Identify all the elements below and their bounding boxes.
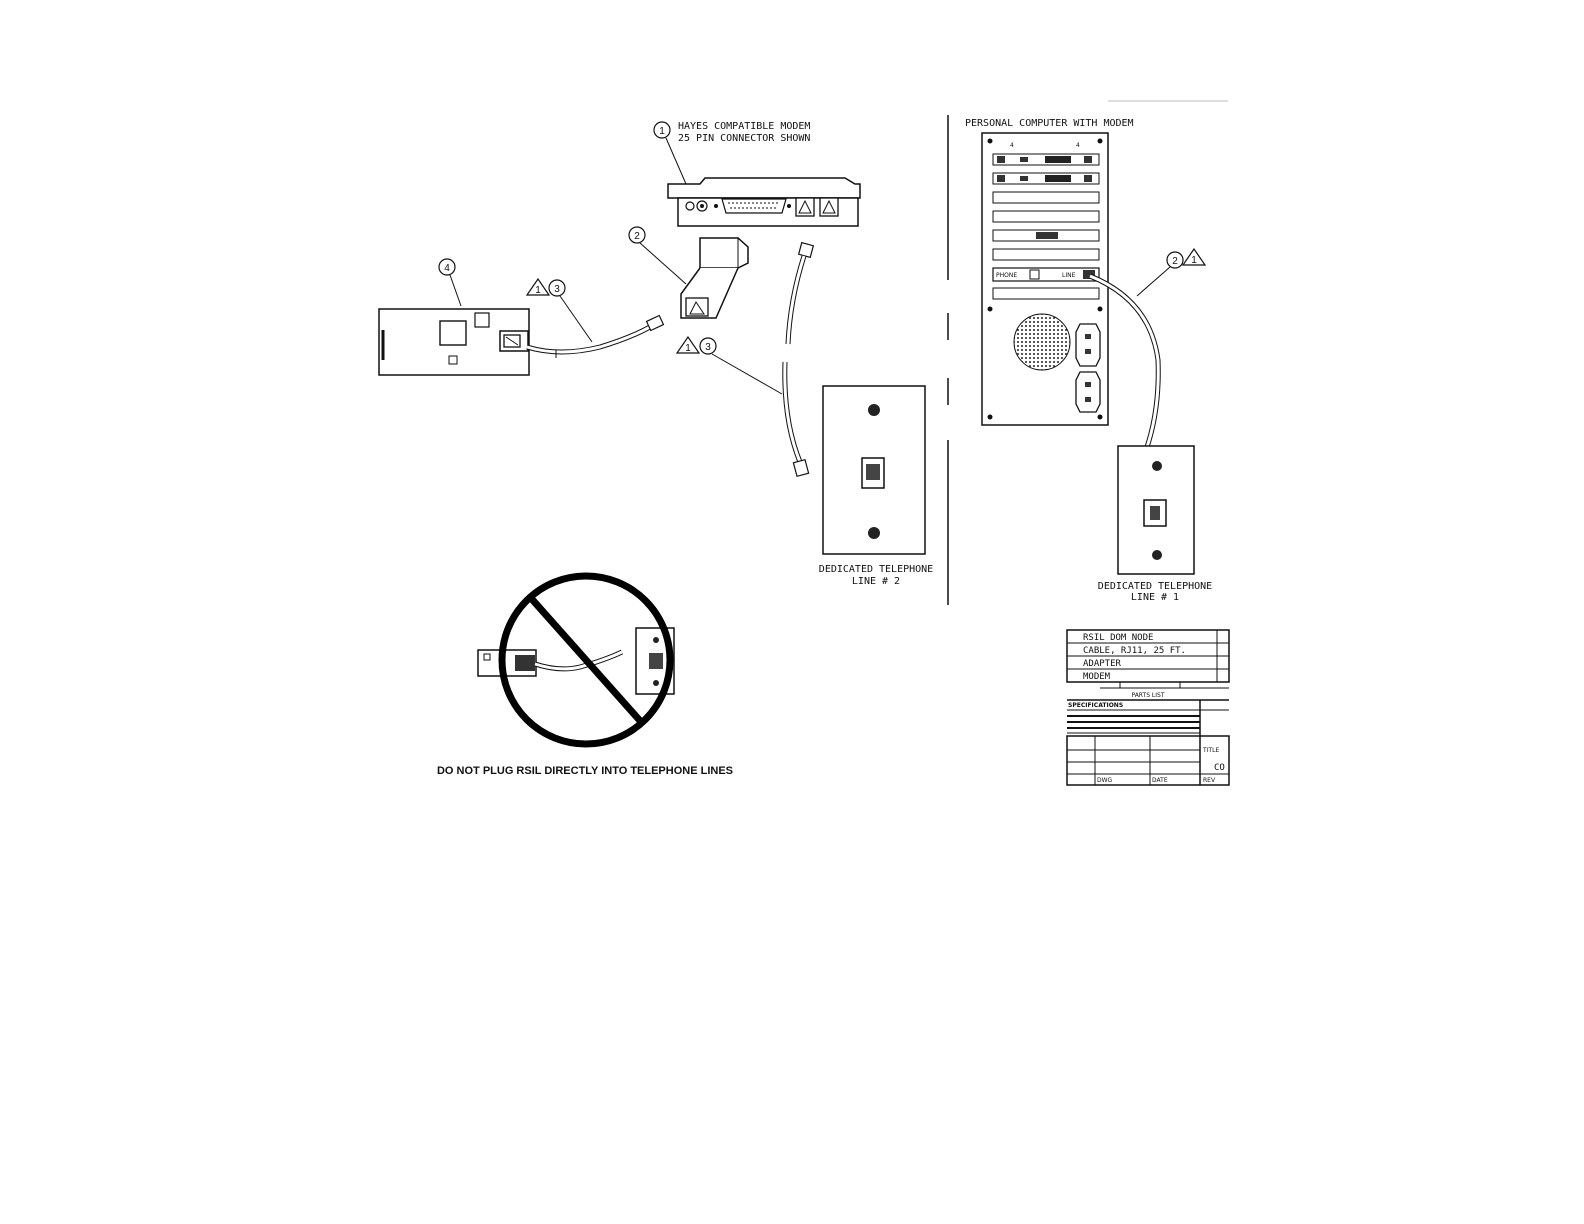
callout-number: 3 (705, 342, 711, 353)
warning-number: 1 (1191, 255, 1197, 266)
rev-label: REV (1203, 777, 1216, 784)
title-block: SPECIFICATIONS TITLE CO DWG DATE REV (1066, 699, 1230, 786)
callout-number: 2 (634, 231, 640, 242)
callout-number: 1 (659, 126, 665, 137)
parts-row-1: RSIL DOM NODE (1083, 633, 1153, 643)
modem-label-line1: HAYES COMPATIBLE MODEM (678, 121, 810, 132)
warning-number: 1 (685, 343, 691, 354)
modem-line-cord-upper (785, 241, 815, 345)
pc-cable-callout: 2 1 (1136, 247, 1207, 297)
wall-jack-line-2 (822, 385, 926, 555)
specifications-header: SPECIFICATIONS (1068, 702, 1123, 709)
title-fragment: CO (1214, 763, 1225, 773)
callout-number: 2 (1172, 256, 1178, 267)
adapter-callout: 2 (628, 226, 687, 285)
telephone-line-1-label-line1: DEDICATED TELEPHONE (1098, 581, 1212, 592)
svg-text:4: 4 (1010, 142, 1014, 149)
warning-number: 1 (535, 285, 541, 296)
parts-row-2: CABLE, RJ11, 25 FT. (1083, 646, 1186, 656)
telephone-line-2-label-line1: DEDICATED TELEPHONE (819, 564, 933, 575)
prohibition-symbol (477, 572, 675, 748)
title-label: TITLE (1202, 747, 1219, 754)
pc-line-jack-label: LINE (1062, 272, 1076, 279)
wall-jack-line-1 (1117, 445, 1195, 575)
parts-list-header: PARTS LIST (1131, 692, 1164, 699)
modem-line-cord-lower (782, 361, 810, 478)
rsil-dom-node-board (378, 308, 530, 376)
pc-title: PERSONAL COMPUTER WITH MODEM (965, 118, 1134, 129)
cable-callout-right: 1 3 (675, 335, 783, 395)
db25-adapter (680, 237, 749, 319)
cable-callout-left: 1 3 (525, 277, 593, 343)
telephone-line-2-label-line2: LINE # 2 (852, 576, 900, 587)
callout-number: 4 (444, 263, 450, 274)
telephone-line-1-label-line2: LINE # 1 (1131, 592, 1179, 603)
hayes-modem (667, 177, 861, 227)
section-divider (947, 100, 1228, 605)
pc-line-cable (1089, 273, 1161, 506)
warning-text: DO NOT PLUG RSIL DIRECTLY INTO TELEPHONE… (437, 765, 733, 777)
modem-label-line2: 25 PIN CONNECTOR SHOWN (678, 133, 810, 144)
dwg-label: DWG (1097, 777, 1113, 784)
modem-callout: 1 HAYES COMPATIBLE MODEM 25 PIN CONNECTO… (653, 121, 810, 185)
parts-list-table: RSIL DOM NODE CABLE, RJ11, 25 FT. ADAPTE… (1066, 629, 1230, 699)
date-label: DATE (1152, 777, 1168, 784)
parts-row-3: ADAPTER (1083, 659, 1122, 669)
svg-text:4: 4 (1076, 142, 1080, 149)
parts-row-4: MODEM (1083, 672, 1111, 682)
node-callout: 4 (438, 258, 462, 307)
callout-number: 3 (554, 284, 560, 295)
rj11-cable-left (526, 314, 665, 358)
pc-phone-jack-label: PHONE (996, 272, 1017, 279)
personal-computer: 4 4 PHONE LINE (981, 132, 1109, 426)
